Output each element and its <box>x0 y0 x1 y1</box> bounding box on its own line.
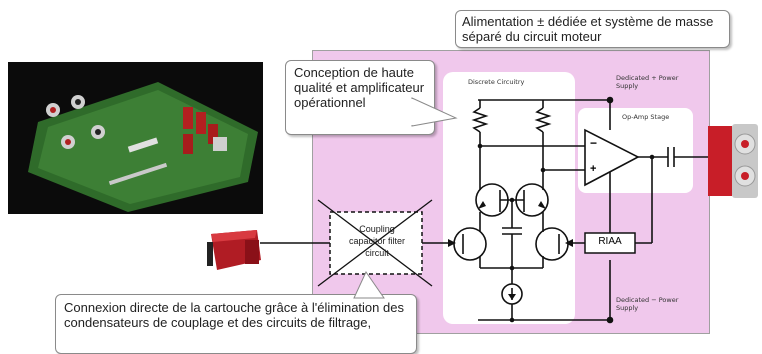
dedicated-plus-label: Dedicated + Power Supply <box>616 74 679 90</box>
callout-design-pointer <box>411 97 458 127</box>
discrete-circuitry-box <box>443 72 575 324</box>
opamp-stage-label: Op-Amp Stage <box>622 113 670 121</box>
discrete-circuitry-label: Discrete Circuitry <box>468 78 525 86</box>
callout-direct-connection: Connexion directe de la cartouche grâce … <box>55 294 417 354</box>
riaa-box <box>584 232 636 254</box>
opamp-minus-sign: − <box>590 136 598 150</box>
opamp-plus-sign: + <box>590 163 597 175</box>
cartridge-image <box>207 230 261 270</box>
coupling-filter-label: Coupling capacitor filter circuit <box>348 224 406 258</box>
callout-direct-pointer <box>353 270 385 299</box>
opamp-symbol <box>584 128 640 187</box>
rca-jacks-image <box>708 124 758 198</box>
riaa-label: RIAA <box>598 236 622 247</box>
pcb-photo <box>8 62 263 214</box>
dedicated-minus-label: Dedicated − Power Supply <box>616 296 679 312</box>
callout-design: Conception de haute qualité et amplifica… <box>285 60 435 135</box>
callout-power-supply: Alimentation ± dédiée et système de mass… <box>455 10 730 48</box>
